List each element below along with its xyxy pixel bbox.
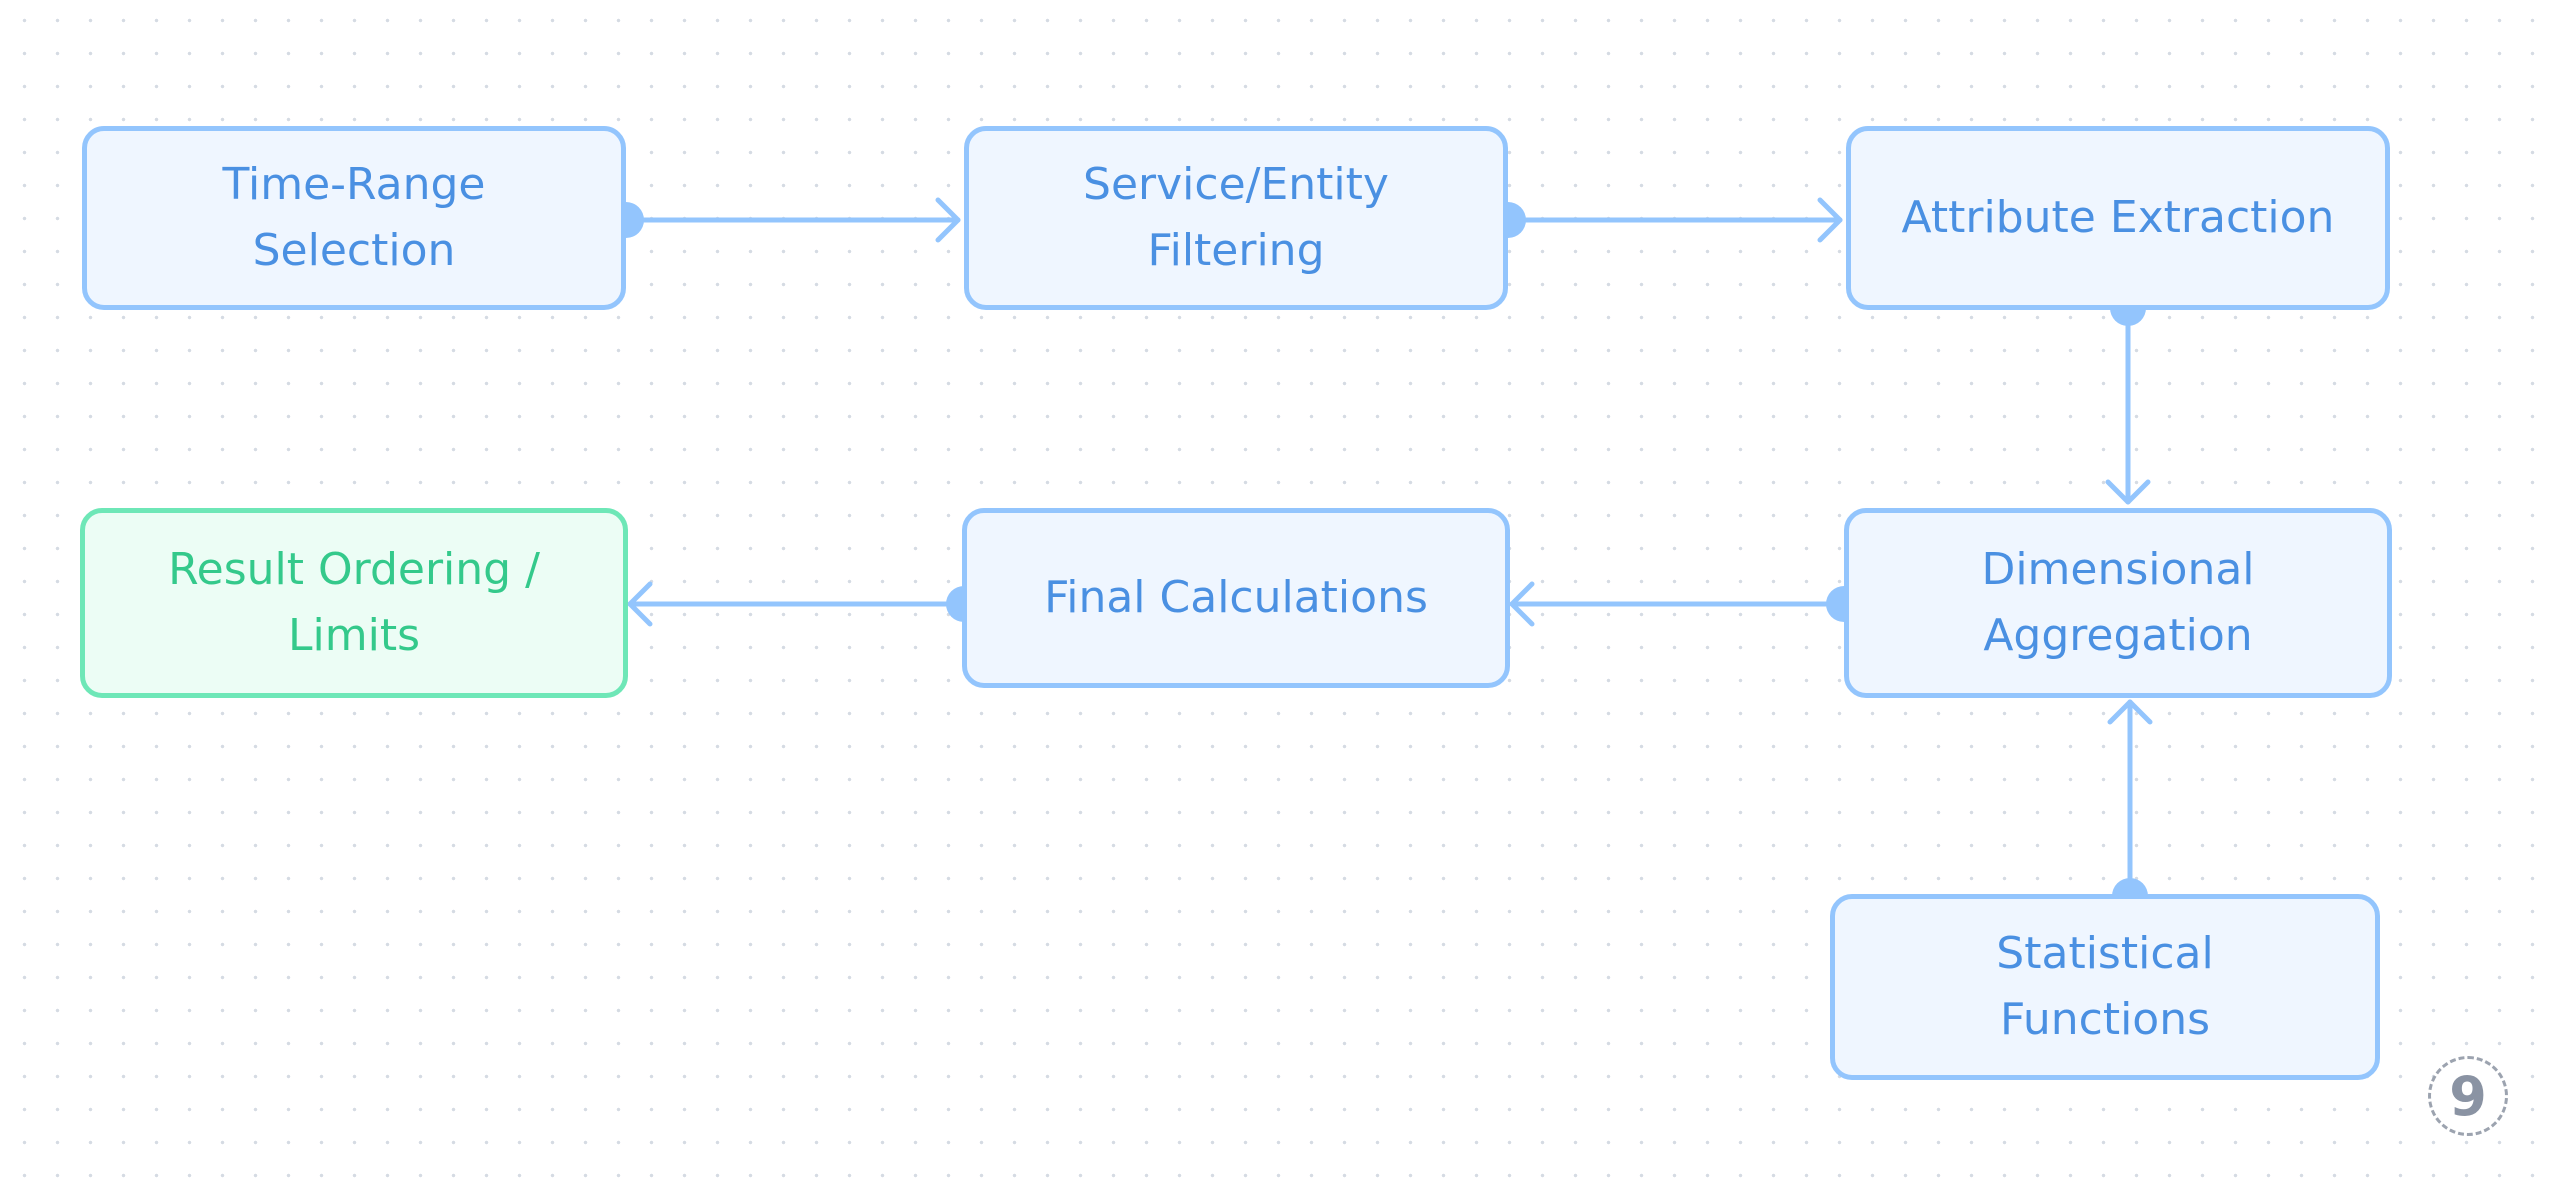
- node-label: Dimensional Aggregation: [1981, 544, 2255, 661]
- edge-service-filter-to-attribute-extraction: [1490, 197, 1843, 243]
- node-time-range-selection[interactable]: Time-Range Selection: [82, 126, 626, 310]
- page-number: 9: [2449, 1064, 2487, 1128]
- edge-time-range-to-service-filter: [608, 197, 961, 243]
- edge-attribute-extraction-to-dimensional-aggregation: [2105, 290, 2151, 505]
- node-statistical-functions[interactable]: Statistical Functions: [1830, 894, 2380, 1080]
- page-number-badge: 9: [2428, 1056, 2508, 1136]
- node-label: Result Ordering / Limits: [168, 544, 540, 661]
- node-attribute-extraction[interactable]: Attribute Extraction: [1846, 126, 2390, 310]
- node-label: Service/Entity Filtering: [1083, 159, 1389, 276]
- edge-dimensional-aggregation-to-final-calculations: [1509, 581, 1862, 627]
- node-dimensional-aggregation[interactable]: Dimensional Aggregation: [1844, 508, 2392, 698]
- node-label: Final Calculations: [1044, 572, 1428, 623]
- node-result-ordering-limits[interactable]: Result Ordering / Limits: [80, 508, 628, 698]
- node-label: Statistical Functions: [1996, 928, 2214, 1045]
- node-label: Attribute Extraction: [1901, 192, 2335, 243]
- edge-final-calculations-to-result-ordering: [627, 581, 982, 627]
- node-label: Time-Range Selection: [222, 159, 486, 276]
- node-service-entity-filtering[interactable]: Service/Entity Filtering: [964, 126, 1508, 310]
- node-final-calculations[interactable]: Final Calculations: [962, 508, 1510, 688]
- edge-statistical-functions-to-dimensional-aggregation: [2107, 699, 2153, 914]
